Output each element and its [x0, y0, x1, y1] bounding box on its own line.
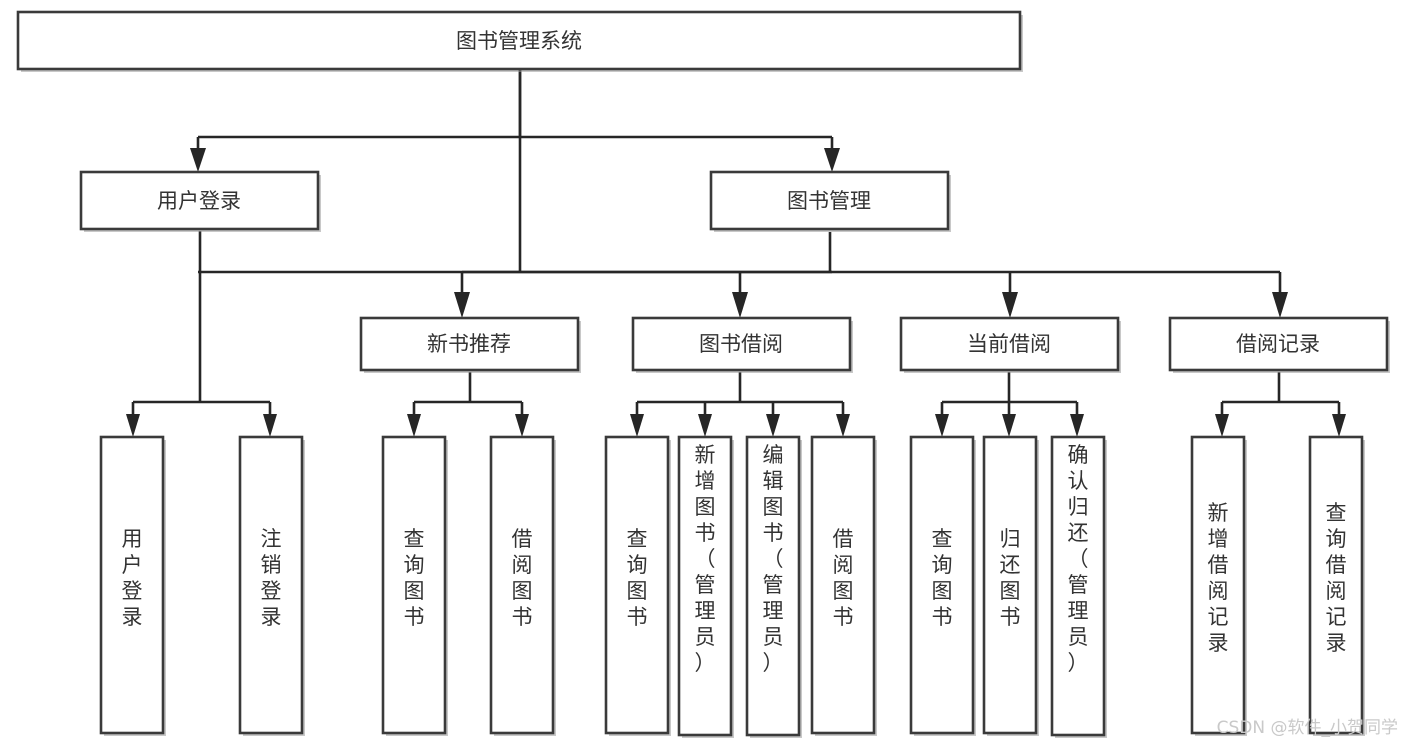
node-book-manage-box[interactable] — [709, 170, 950, 231]
node-leaf-query-book-2-box[interactable] — [604, 435, 670, 735]
node-leaf-add-book[interactable]: 新增图书（管理员） — [677, 435, 734, 738]
node-leaf-borrow-book-1[interactable]: 借阅图书 — [489, 435, 556, 736]
arrow-to-user-login — [190, 148, 206, 172]
arrow-to-leaf-edit-book — [766, 414, 780, 437]
node-root-label: 图书管理系统 — [456, 29, 582, 53]
node-root-box[interactable] — [16, 10, 1022, 71]
arrow-to-new-book-rec — [454, 292, 470, 318]
node-leaf-query-book-3-box[interactable] — [909, 435, 975, 735]
node-borrow-record[interactable]: 借阅记录 — [1168, 316, 1390, 373]
arrow-to-leaf-user-login — [126, 414, 140, 437]
node-book-borrow-label: 图书借阅 — [699, 332, 783, 356]
node-leaf-query-book-1-label: 查询图书 — [404, 527, 425, 629]
node-book-borrow-box[interactable] — [631, 316, 852, 372]
node-leaf-query-book-3-label: 查询图书 — [932, 527, 953, 629]
node-leaf-logout[interactable]: 注销登录 — [238, 435, 305, 736]
node-user-login-label: 用户登录 — [157, 189, 241, 213]
node-leaf-confirm-return-label: 确认归还（管理员） — [1068, 443, 1089, 675]
node-leaf-borrow-book-2-label: 借阅图书 — [833, 527, 854, 629]
node-leaf-add-record-box[interactable] — [1190, 435, 1246, 735]
arrow-to-borrow-record — [1272, 292, 1288, 318]
node-current-borrow[interactable]: 当前借阅 — [899, 316, 1121, 373]
node-user-login[interactable]: 用户登录 — [79, 170, 321, 232]
arrow-to-book-manage — [824, 148, 840, 172]
node-new-book-rec-label: 新书推荐 — [427, 332, 511, 356]
arrow-to-leaf-add-book — [698, 414, 712, 437]
node-leaf-confirm-return[interactable]: 确认归还（管理员） — [1050, 435, 1107, 738]
node-root[interactable]: 图书管理系统 — [16, 10, 1023, 72]
node-leaf-return-book-box[interactable] — [982, 435, 1038, 735]
node-leaf-user-login-label: 用户登录 — [122, 527, 143, 629]
node-leaf-query-book-2-label: 查询图书 — [627, 527, 648, 629]
node-leaf-return-book[interactable]: 归还图书 — [982, 435, 1039, 736]
arrow-to-leaf-query-book-3 — [935, 414, 949, 437]
arrow-to-leaf-confirm-return — [1070, 414, 1084, 437]
node-leaf-borrow-book-2-box[interactable] — [810, 435, 876, 735]
arrow-to-current-borrow — [1002, 292, 1018, 318]
arrow-to-leaf-borrow-book-1 — [515, 414, 529, 437]
node-leaf-query-record-box[interactable] — [1308, 435, 1364, 735]
node-new-book-rec-box[interactable] — [359, 316, 580, 372]
node-leaf-query-book-2[interactable]: 查询图书 — [604, 435, 671, 736]
arrow-to-leaf-borrow-book-2 — [836, 414, 850, 437]
node-leaf-query-book-3[interactable]: 查询图书 — [909, 435, 976, 736]
edge-new-book-rec-to-leaves — [412, 372, 524, 418]
node-leaf-add-record[interactable]: 新增借阅记录 — [1190, 435, 1247, 736]
node-book-borrow[interactable]: 图书借阅 — [631, 316, 853, 373]
node-leaf-query-record-label: 查询借阅记录 — [1326, 501, 1347, 655]
node-leaf-logout-box[interactable] — [238, 435, 304, 735]
edge-user-login-to-leaves — [131, 231, 272, 418]
node-leaf-return-book-label: 归还图书 — [1000, 527, 1021, 629]
connector-layer — [126, 70, 1346, 437]
node-leaf-edit-book-box[interactable] — [745, 435, 801, 737]
node-new-book-rec[interactable]: 新书推荐 — [359, 316, 581, 373]
node-leaf-user-login-box[interactable] — [99, 435, 165, 735]
arrow-to-leaf-logout — [263, 414, 277, 437]
node-book-manage[interactable]: 图书管理 — [709, 170, 951, 232]
edge-level2-to-level3 — [460, 232, 1282, 296]
arrow-to-leaf-query-record — [1332, 414, 1346, 437]
node-current-borrow-label: 当前借阅 — [967, 332, 1051, 356]
arrow-to-leaf-add-record — [1215, 414, 1229, 437]
edge-current-borrow-to-leaves — [940, 372, 1079, 418]
node-leaf-add-book-label: 新增图书（管理员） — [695, 443, 716, 675]
node-leaf-borrow-book-2[interactable]: 借阅图书 — [810, 435, 877, 736]
arrow-to-leaf-return-book — [1002, 414, 1016, 437]
edge-level1-to-level2 — [196, 70, 834, 160]
node-book-manage-label: 图书管理 — [787, 189, 871, 213]
node-leaf-borrow-book-1-box[interactable] — [489, 435, 555, 735]
arrow-to-book-borrow — [732, 292, 748, 318]
node-leaf-user-login[interactable]: 用户登录 — [99, 435, 166, 736]
node-leaf-logout-label: 注销登录 — [261, 527, 282, 629]
node-leaf-query-record[interactable]: 查询借阅记录 — [1308, 435, 1365, 736]
node-leaf-add-book-box[interactable] — [677, 435, 733, 737]
node-leaf-add-record-label: 新增借阅记录 — [1208, 501, 1229, 655]
csdn-watermark: CSDN @软件_小贺同学 — [1217, 718, 1398, 738]
node-current-borrow-box[interactable] — [899, 316, 1120, 372]
node-user-login-box[interactable] — [79, 170, 320, 231]
node-leaf-query-book-1-box[interactable] — [381, 435, 447, 735]
node-borrow-record-label: 借阅记录 — [1236, 332, 1320, 356]
edge-book-borrow-to-leaves — [635, 372, 845, 418]
node-leaf-borrow-book-1-label: 借阅图书 — [512, 527, 533, 629]
arrow-to-leaf-query-book-1 — [407, 414, 421, 437]
node-borrow-record-box[interactable] — [1168, 316, 1389, 372]
node-leaf-query-book-1[interactable]: 查询图书 — [381, 435, 448, 736]
arrow-to-leaf-query-book-2 — [630, 414, 644, 437]
node-leaf-confirm-return-box[interactable] — [1050, 435, 1106, 737]
edge-borrow-record-to-leaves — [1220, 372, 1341, 418]
node-leaf-edit-book[interactable]: 编辑图书（管理员） — [745, 435, 802, 738]
node-leaf-edit-book-label: 编辑图书（管理员） — [763, 443, 784, 675]
